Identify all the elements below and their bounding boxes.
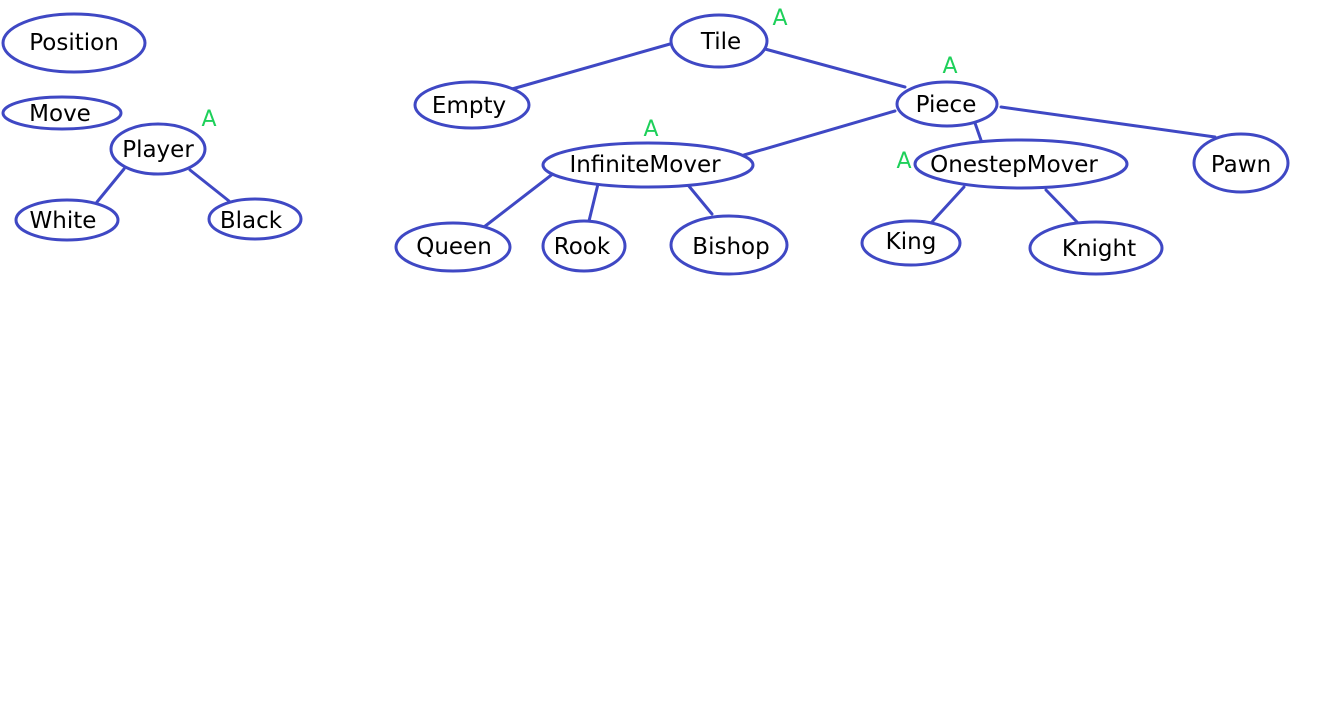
node-queen-label: Queen — [416, 234, 492, 260]
node-move-ellipse — [1, 95, 123, 131]
node-queen-ellipse — [394, 221, 512, 273]
node-king-ellipse — [860, 219, 962, 267]
node-queen: Queen — [394, 221, 512, 273]
node-infinitemover: InfiniteMover A — [541, 117, 755, 189]
edge-infinitemover-queen — [482, 171, 556, 229]
node-king-label: King — [886, 229, 937, 255]
node-rook-label: Rook — [554, 234, 611, 260]
node-tile: Tile A — [669, 6, 788, 69]
node-infinitemover-ellipse — [541, 141, 755, 189]
node-bishop-ellipse — [669, 214, 789, 276]
node-piece-label: Piece — [916, 92, 977, 118]
node-bishop-label: Bishop — [692, 234, 769, 260]
node-position-ellipse — [1, 12, 147, 74]
edge-piece-onestepmover — [973, 121, 984, 145]
edge-piece-infinitemover — [742, 109, 897, 157]
node-black: Black — [207, 197, 303, 241]
node-infinitemover-label: InfiniteMover — [569, 152, 721, 178]
node-tile-label: Tile — [700, 29, 741, 55]
node-rook: Rook — [541, 219, 627, 273]
node-king: King — [860, 219, 962, 267]
node-move-label: Move — [29, 101, 91, 127]
edge-onestepmover-knight — [1044, 188, 1079, 224]
node-empty-label: Empty — [432, 93, 506, 119]
edge-tile-empty — [510, 42, 672, 91]
node-white-ellipse — [14, 198, 120, 242]
node-pawn-label: Pawn — [1211, 152, 1271, 178]
node-empty: Empty — [413, 80, 531, 130]
node-tile-ellipse — [669, 13, 769, 69]
node-piece-abstract-marker: A — [942, 54, 957, 79]
edge-piece-pawn — [999, 105, 1217, 139]
node-tile-abstract-marker: A — [772, 6, 787, 31]
node-piece: Piece A — [895, 54, 999, 128]
node-onestepmover-abstract-marker: A — [896, 149, 911, 174]
node-knight-label: Knight — [1062, 236, 1136, 262]
node-knight-ellipse — [1028, 220, 1164, 276]
node-onestepmover-ellipse — [913, 138, 1129, 190]
edge-tile-piece — [763, 47, 907, 89]
edge-infinitemover-bishop — [686, 183, 714, 216]
node-player: Player A — [109, 107, 217, 176]
node-rook-ellipse — [541, 219, 627, 273]
edge-infinitemover-rook — [587, 182, 600, 223]
node-black-ellipse — [207, 197, 303, 241]
node-position-label: Position — [29, 30, 119, 56]
node-black-label: Black — [220, 208, 283, 234]
node-player-label: Player — [122, 137, 194, 163]
edge-player-white — [95, 167, 126, 204]
node-move: Move — [1, 95, 123, 131]
node-knight: Knight — [1028, 220, 1164, 276]
node-onestepmover-label: OnestepMover — [930, 152, 1098, 178]
node-onestepmover: OnestepMover A — [896, 138, 1129, 190]
node-infinitemover-abstract-marker: A — [643, 117, 658, 142]
edges — [95, 42, 1217, 229]
node-player-ellipse — [109, 122, 207, 176]
node-white-label: White — [30, 208, 97, 234]
node-empty-ellipse — [413, 80, 531, 130]
node-white: White — [14, 198, 120, 242]
node-position: Position — [1, 12, 147, 74]
node-piece-ellipse — [895, 80, 999, 128]
edge-onestepmover-king — [930, 185, 966, 224]
node-bishop: Bishop — [669, 214, 789, 276]
edge-player-black — [188, 168, 231, 203]
node-pawn-ellipse — [1192, 132, 1290, 194]
node-pawn: Pawn — [1192, 132, 1290, 194]
node-player-abstract-marker: A — [201, 107, 216, 132]
